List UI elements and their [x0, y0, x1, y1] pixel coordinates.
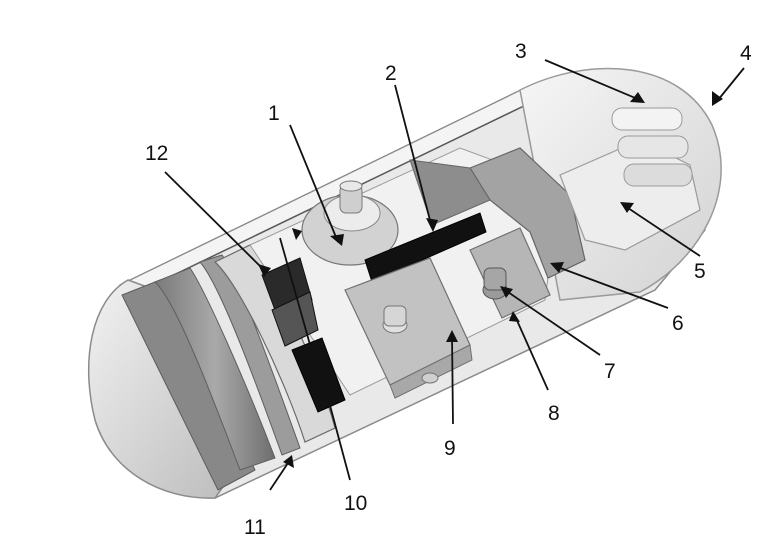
label-10: 10: [344, 492, 367, 515]
label-8: 8: [548, 402, 560, 425]
leader-7: [504, 289, 601, 356]
holder-6: [469, 147, 586, 279]
led-3a: [611, 107, 683, 131]
label-12: 12: [145, 142, 168, 165]
led-3b: [617, 135, 689, 159]
leader-1: [289, 124, 339, 243]
label-4: 4: [740, 42, 752, 65]
leader-6: [554, 265, 669, 309]
label-5: 5: [694, 260, 706, 283]
plate-2: [364, 212, 487, 283]
leader-9: [451, 334, 454, 425]
leader-12: [164, 171, 263, 269]
leader-2: [394, 84, 433, 229]
label-6: 6: [672, 312, 684, 335]
label-2: 2: [385, 62, 397, 85]
led-3c: [623, 163, 693, 187]
leader-5: [624, 205, 701, 257]
label-1: 1: [268, 102, 280, 125]
leader-10b: [279, 237, 326, 399]
leader-3: [544, 59, 641, 101]
leader-lines: [164, 59, 745, 491]
label-7: 7: [604, 360, 616, 383]
battery-ring-outer: [121, 279, 256, 491]
label-9: 9: [444, 437, 456, 460]
leader-10: [327, 397, 351, 481]
leader-4: [717, 67, 745, 101]
label-3: 3: [515, 40, 527, 63]
battery-ring-1: [154, 267, 276, 471]
leader-8: [514, 315, 549, 391]
arrow-heads: [258, 91, 723, 468]
leader-11: [269, 459, 291, 491]
label-11: 11: [244, 516, 266, 539]
